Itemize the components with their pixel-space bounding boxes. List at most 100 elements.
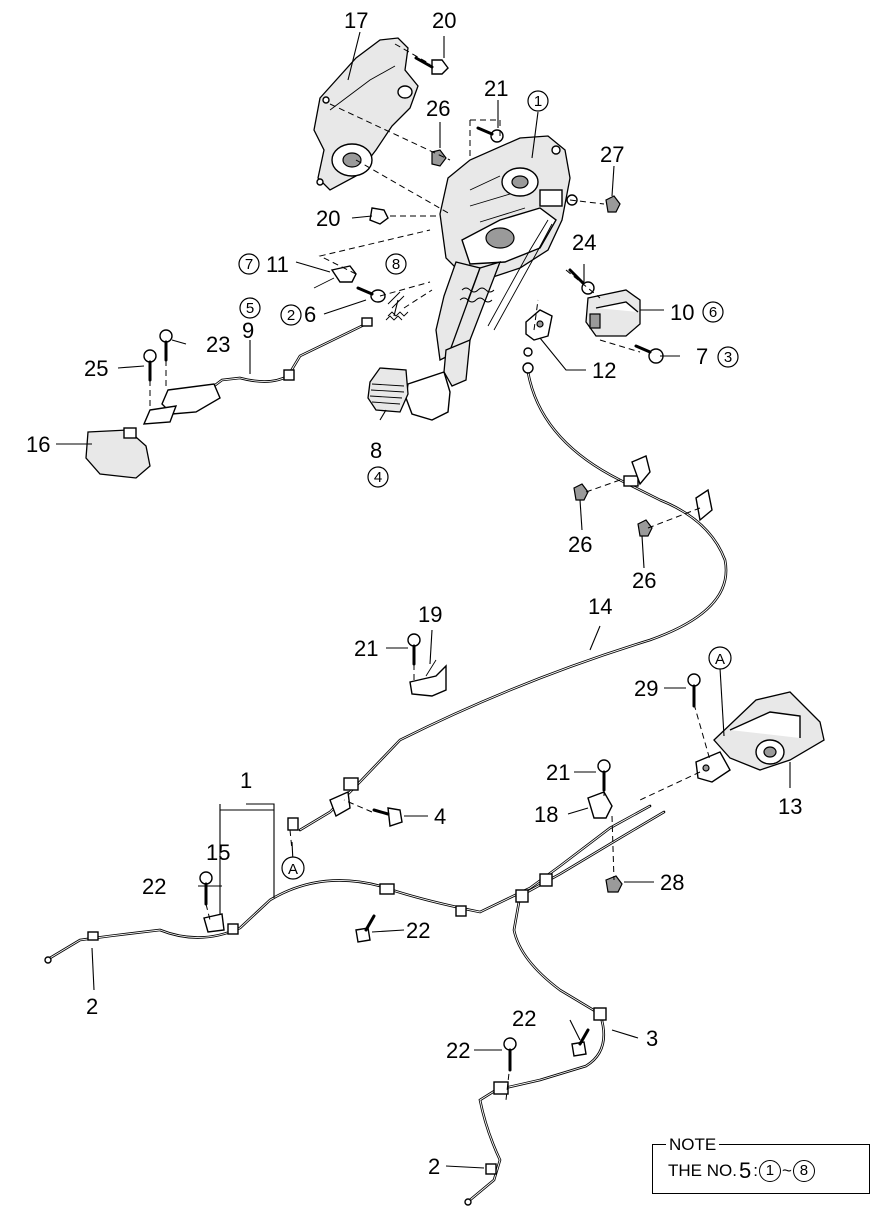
bolt-29: [687, 673, 701, 708]
front-cable-14: [287, 347, 728, 832]
label-22-mid: 22: [406, 918, 430, 943]
bolt-22-lower-right: [571, 1028, 590, 1057]
note-number: 5: [738, 1158, 752, 1183]
svg-text:4: 4: [374, 469, 382, 486]
pedal-cover-17: [313, 37, 419, 191]
note-title: NOTE: [666, 1135, 720, 1155]
note-tilde: ~: [781, 1161, 792, 1180]
label-6: 6: [304, 302, 316, 327]
label-11: 11: [266, 252, 289, 277]
label-2-left: 2: [86, 994, 98, 1019]
release-handle-16: [85, 427, 151, 479]
release-bracket: [142, 383, 221, 425]
bolt-21-top: [476, 126, 504, 143]
label-21-right: 21: [546, 760, 570, 785]
equalizer-13: [695, 691, 825, 783]
bolt-21-right: [597, 759, 611, 792]
note-sep: :: [753, 1161, 758, 1180]
label-8: 8: [370, 438, 382, 463]
pedal-bracket-assembly: [435, 135, 578, 387]
rear-cable-right-2: [44, 804, 652, 964]
label-24: 24: [572, 230, 596, 255]
label-28: 28: [660, 870, 684, 895]
bracket-18: [587, 791, 613, 819]
screw-7: [634, 344, 664, 364]
circled-2: 2: [280, 304, 302, 326]
release-cable-9: [204, 317, 373, 394]
rear-cable-bracket-15: [203, 913, 225, 933]
svg-text:3: 3: [724, 349, 732, 366]
note-range-start: 1: [758, 1160, 781, 1182]
nut-26-top: [431, 149, 447, 167]
label-1-top: 1: [240, 768, 252, 793]
svg-text:8: 8: [392, 256, 400, 273]
pedal-pad-rubber-8: [367, 367, 409, 413]
label-26-a: 26: [568, 532, 592, 557]
pedal-pad: [405, 371, 451, 421]
callout-labels: 17 20 21 26 27 20 24 11 6 10 9 23 7 25 1…: [26, 8, 802, 1179]
label-3: 3: [646, 1026, 658, 1051]
label-21-top: 21: [484, 76, 508, 101]
nut-26-a: [573, 483, 589, 501]
label-7: 7: [696, 344, 708, 369]
circled-7: 7: [238, 253, 260, 275]
label-26-top: 26: [426, 96, 450, 121]
rear-cable-left-3: [464, 810, 666, 1206]
svg-text:7: 7: [245, 256, 253, 273]
label-10: 10: [670, 300, 694, 325]
svg-text:A: A: [288, 861, 298, 878]
label-29: 29: [634, 676, 658, 701]
nut-27: [605, 195, 621, 213]
label-17: 17: [344, 8, 368, 33]
label-15: 15: [206, 840, 230, 865]
label-20-top: 20: [432, 8, 456, 33]
note-prefix: THE NO.: [668, 1161, 737, 1180]
spring-8-circ: [385, 291, 409, 321]
label-22-lower-left: 22: [446, 1038, 470, 1063]
label-13: 13: [778, 794, 802, 819]
label-20-mid: 20: [316, 206, 340, 231]
bolt-20-top: [414, 56, 449, 75]
circled-5: 5: [239, 297, 261, 319]
circled-3: 3: [717, 346, 739, 368]
label-2-bottom: 2: [428, 1154, 440, 1179]
bolt-4: [372, 807, 403, 827]
label-21-mid: 21: [354, 636, 378, 661]
circled-callouts: 1 7 8 5 2 6 3 4 A A: [238, 90, 739, 880]
label-14: 14: [588, 594, 612, 619]
stop-switch-10: [585, 289, 641, 337]
note-range-end: 8: [792, 1160, 815, 1182]
svg-text:5: 5: [246, 300, 254, 317]
label-26-b: 26: [632, 568, 656, 593]
label-23: 23: [206, 332, 230, 357]
label-25: 25: [84, 356, 108, 381]
label-16: 16: [26, 432, 50, 457]
label-12: 12: [592, 358, 616, 383]
circled-8: 8: [385, 253, 407, 275]
circled-4: 4: [367, 466, 389, 488]
label-18: 18: [534, 802, 558, 827]
label-19: 19: [418, 602, 442, 627]
svg-text:6: 6: [709, 304, 717, 321]
label-9: 9: [242, 318, 254, 343]
ref-a-right: A: [708, 646, 732, 670]
clevis-12: [525, 309, 553, 341]
bracket-19: [409, 659, 447, 697]
bolt-22-lower-left: [503, 1037, 517, 1072]
leader-lines: [56, 31, 791, 1169]
label-4: 4: [434, 804, 446, 829]
bolt-22-mid: [355, 914, 376, 943]
label-22-left: 22: [142, 874, 166, 899]
label-22-lower-right: 22: [512, 1006, 536, 1031]
svg-text:A: A: [715, 651, 725, 668]
pin-6: [356, 286, 386, 303]
svg-text:1: 1: [534, 93, 542, 110]
bolt-22-left: [199, 871, 213, 906]
bolt-20-mid: [369, 207, 389, 225]
ref-a-left: A: [281, 856, 305, 880]
clip-11: [313, 265, 357, 289]
bolt-21-mid: [407, 633, 421, 666]
nut-26-b: [637, 519, 653, 537]
label-27: 27: [600, 142, 624, 167]
